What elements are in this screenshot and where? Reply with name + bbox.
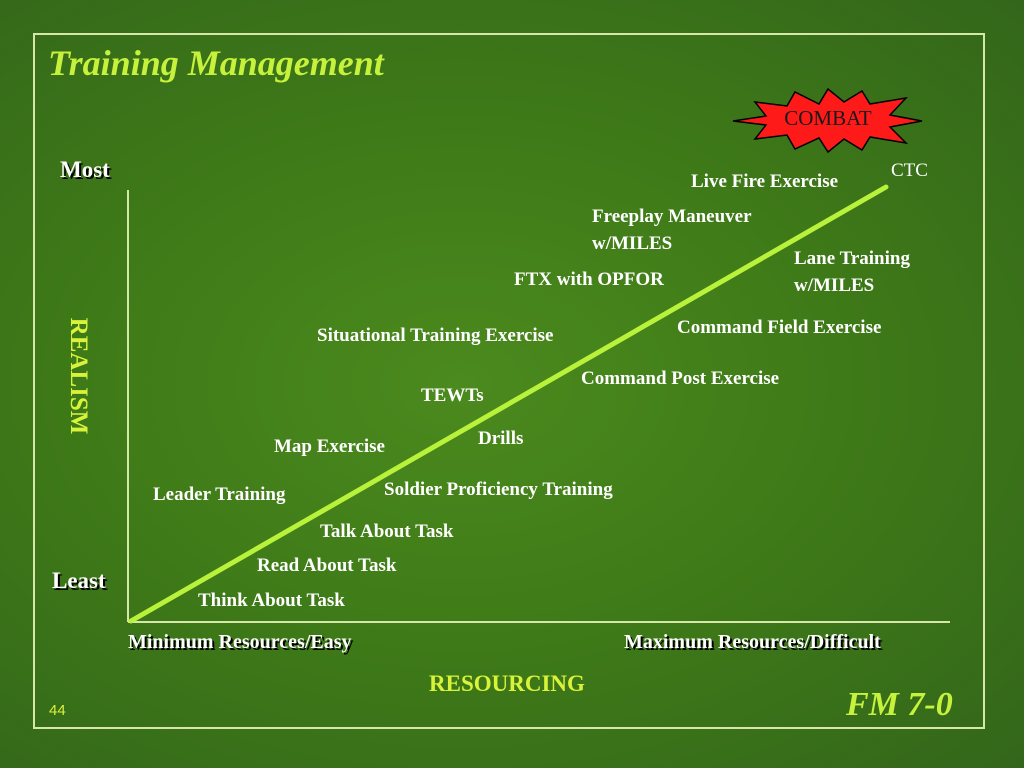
live-fire-label: Live Fire Exercise (691, 171, 839, 192)
freeplay-label-line2: w/MILES (592, 233, 673, 254)
soldier-proficiency-label: Soldier Proficiency Training (384, 479, 613, 500)
x-axis-title: RESOURCING (429, 671, 585, 696)
reference-label: FM 7-0 (846, 686, 953, 723)
talk-about-task-label: Talk About Task (320, 521, 454, 542)
map-exercise-label: Map Exercise (274, 436, 385, 457)
command-field-exercise-label: Command Field Exercise (677, 317, 882, 338)
read-about-task-label: Read About Task (257, 555, 397, 576)
slide-title: Training Management (48, 43, 384, 83)
think-about-task-label: Think About Task (198, 590, 345, 611)
y-axis-most-label: Most (60, 157, 110, 182)
progression-line (128, 184, 889, 624)
page-number: 44 (49, 702, 66, 719)
command-post-exercise-label: Command Post Exercise (581, 368, 780, 389)
x-axis-left-label: Minimum Resources/Easy (128, 631, 352, 653)
y-axis-title-text: REALISM (65, 317, 92, 435)
combat-burst-icon (732, 87, 923, 154)
y-axis-least-label: Least (52, 568, 106, 593)
ctc-label: CTC (891, 160, 928, 181)
leader-training-label: Leader Training (153, 484, 286, 505)
tewts-label: TEWTs (421, 385, 484, 406)
slide-frame (33, 33, 985, 729)
ftx-label: FTX with OPFOR (514, 269, 664, 290)
x-axis-right-label: Maximum Resources/Difficult (624, 631, 881, 653)
lane-training-label-line1: Lane Training (794, 248, 910, 269)
lane-training-label-line2: w/MILES (794, 275, 875, 296)
freeplay-label-line1: Freeplay Maneuver (592, 206, 752, 227)
drills-label: Drills (478, 428, 524, 449)
situational-training-label: Situational Training Exercise (317, 325, 554, 346)
combat-label: COMBAT (784, 106, 872, 130)
